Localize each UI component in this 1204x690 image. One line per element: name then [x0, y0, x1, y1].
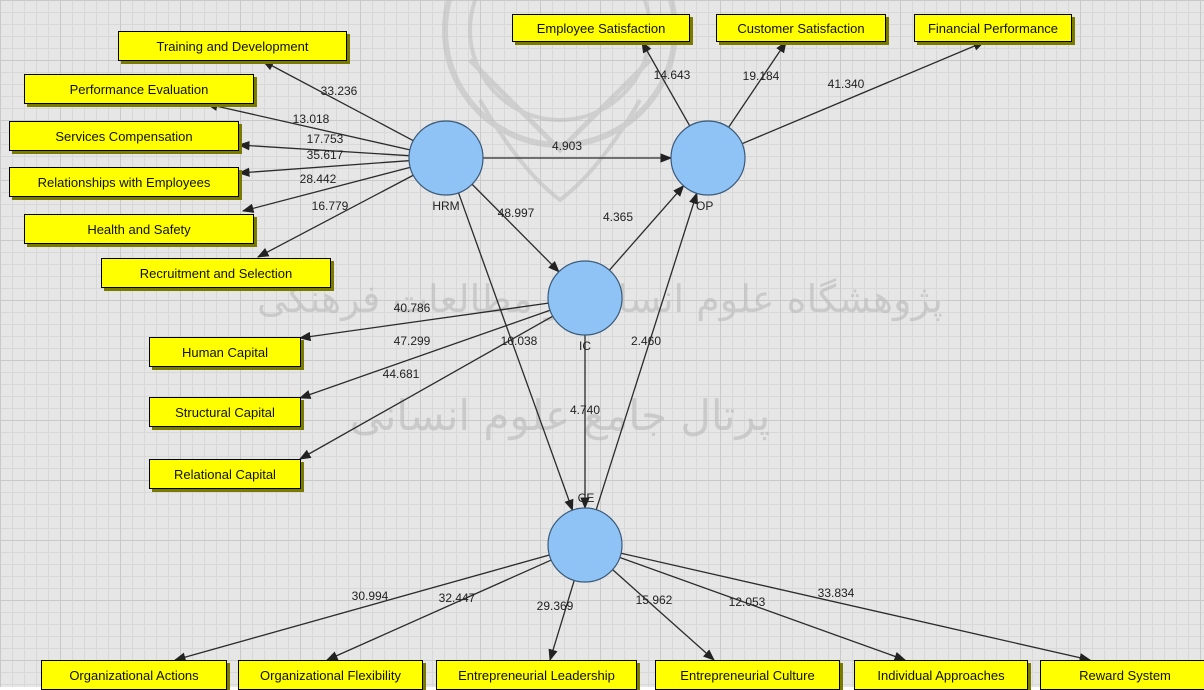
path-coefficient: 30.994	[352, 589, 389, 603]
path-ce-reward[interactable]	[620, 552, 1092, 663]
indicator-cust-sat[interactable]: Customer Satisfaction	[716, 14, 886, 42]
path-coefficient: 4.365	[603, 210, 633, 224]
latent-node-ic[interactable]	[547, 260, 623, 336]
path-coefficient: 4.740	[570, 403, 600, 417]
indicator-rel-cap[interactable]: Relational Capital	[149, 459, 301, 489]
path-hrm-ic[interactable]	[471, 183, 560, 273]
path-hrm-perf-eval[interactable]	[205, 101, 411, 151]
indicator-perf-eval[interactable]: Performance Evaluation	[24, 74, 254, 104]
path-coefficient: 28.442	[300, 172, 337, 186]
indicator-training[interactable]: Training and Development	[118, 31, 347, 61]
indicator-human-cap[interactable]: Human Capital	[149, 337, 301, 367]
latent-node-ce[interactable]	[547, 507, 623, 583]
latent-label-hrm: HRM	[432, 199, 459, 213]
path-coefficient: 16.779	[312, 199, 349, 213]
path-hrm-training[interactable]	[261, 60, 414, 142]
path-coefficient: 44.681	[383, 367, 420, 381]
path-ic-human-cap[interactable]	[298, 302, 549, 342]
path-ce-ent-lead[interactable]	[548, 580, 575, 662]
path-ce-ind-approaches[interactable]	[619, 556, 907, 661]
path-coefficient: 33.236	[321, 84, 358, 98]
path-ce-org-actions[interactable]	[173, 554, 550, 662]
path-ic-struct-cap[interactable]	[298, 309, 551, 399]
path-coefficient: 48.997	[498, 206, 535, 220]
path-coefficient: 33.834	[818, 586, 855, 600]
indicator-health[interactable]: Health and Safety	[24, 214, 254, 244]
indicator-ind-approaches[interactable]: Individual Approaches	[854, 660, 1028, 690]
path-coefficient: 15.962	[636, 593, 673, 607]
indicator-services-comp[interactable]: Services Compensation	[9, 121, 239, 151]
path-coefficient: 35.617	[307, 148, 344, 162]
indicator-struct-cap[interactable]: Structural Capital	[149, 397, 301, 427]
path-coefficient: 4.903	[552, 139, 582, 153]
indicator-relationships[interactable]: Relationships with Employees	[9, 167, 239, 197]
path-hrm-services-comp[interactable]	[237, 140, 410, 157]
path-coefficient: 41.340	[828, 77, 865, 91]
path-ce-ent-culture[interactable]	[612, 569, 715, 661]
path-coefficient: 10.038	[501, 334, 538, 348]
indicator-emp-sat[interactable]: Employee Satisfaction	[512, 14, 690, 42]
indicator-reward[interactable]: Reward System	[1040, 660, 1204, 690]
path-coefficient: 12.053	[729, 595, 766, 609]
latent-node-hrm[interactable]	[408, 120, 484, 196]
path-ic-op[interactable]	[608, 184, 685, 271]
path-coefficient: 17.753	[307, 132, 344, 146]
latent-label-ic: IC	[579, 339, 591, 353]
path-coefficient: 47.299	[394, 334, 431, 348]
path-coefficient: 32.447	[439, 591, 476, 605]
path-ce-op[interactable]	[595, 192, 699, 510]
indicator-fin-perf[interactable]: Financial Performance	[914, 14, 1072, 42]
indicator-org-flex[interactable]: Organizational Flexibility	[238, 660, 423, 690]
path-ic-rel-cap[interactable]	[298, 315, 554, 460]
path-ce-org-flex[interactable]	[325, 559, 552, 661]
path-hrm-recruitment[interactable]	[256, 174, 414, 258]
path-coefficient: 29.369	[537, 599, 574, 613]
path-op-fin-perf[interactable]	[741, 41, 986, 145]
path-op-cust-sat[interactable]	[728, 41, 787, 128]
path-coefficient: 2.460	[631, 334, 661, 348]
path-hrm-health[interactable]	[241, 166, 411, 213]
path-hrm-ce[interactable]	[457, 192, 574, 512]
indicator-recruitment[interactable]: Recruitment and Selection	[101, 258, 331, 288]
latent-label-op: OP	[696, 199, 713, 213]
watermark-line-2: پرتال جامع علوم انسانی	[350, 391, 771, 441]
indicator-org-actions[interactable]: Organizational Actions	[41, 660, 227, 690]
path-op-emp-sat[interactable]	[641, 40, 691, 127]
indicator-ent-lead[interactable]: Entrepreneurial Leadership	[436, 660, 637, 690]
path-hrm-relationships[interactable]	[237, 160, 410, 177]
indicator-ent-culture[interactable]: Entrepreneurial Culture	[655, 660, 840, 690]
path-coefficient: 14.643	[654, 68, 691, 82]
path-coefficient: 40.786	[394, 301, 431, 315]
path-coefficient: 19.184	[743, 69, 780, 83]
path-coefficient: 13.018	[293, 112, 330, 126]
latent-node-op[interactable]	[670, 120, 746, 196]
latent-label-ce: CE	[578, 491, 595, 505]
